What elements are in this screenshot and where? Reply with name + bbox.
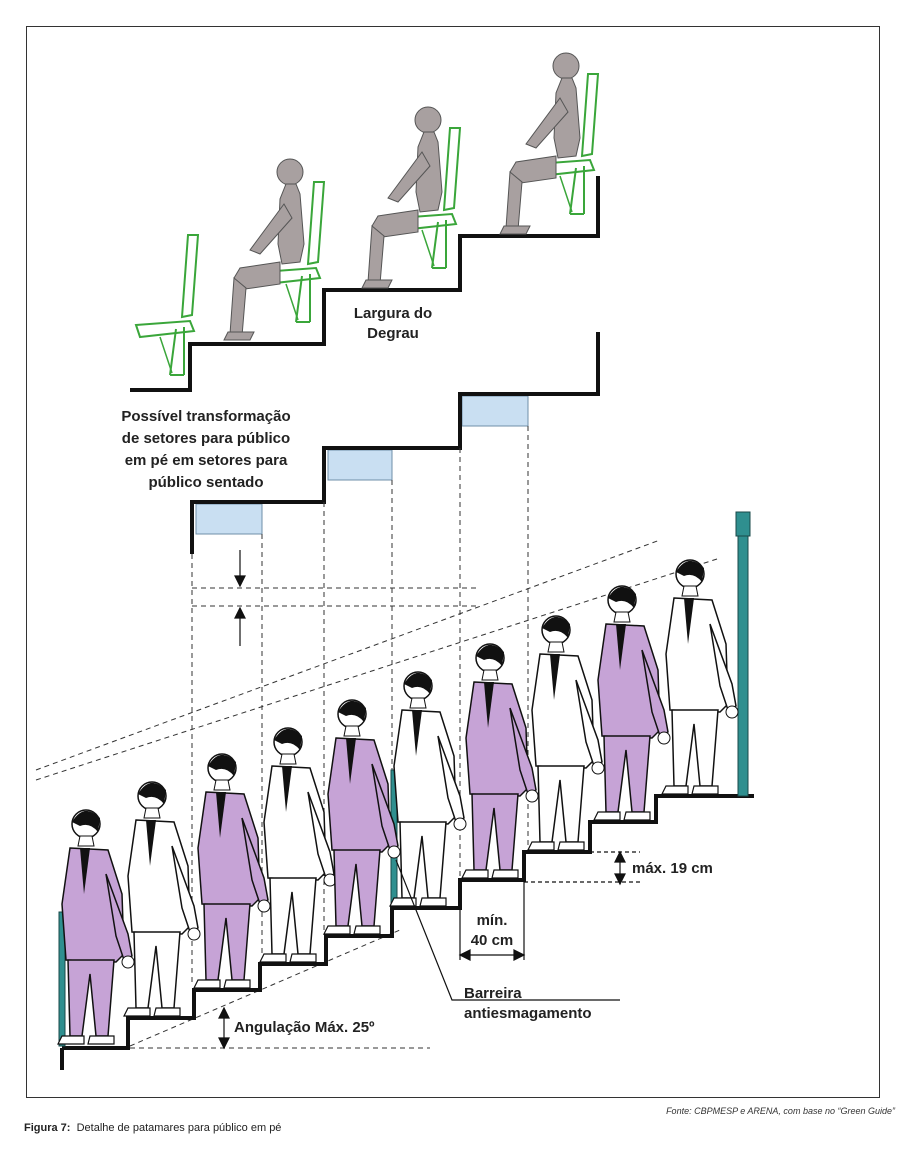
min-width-label-line2: 40 cm: [471, 932, 514, 949]
source-note: Fonte: CBPMESP e ARENA, com base no “Gre…: [666, 1106, 895, 1116]
transform-label-line1: Possível transformação: [121, 408, 290, 425]
step-profile: [190, 332, 600, 554]
seating-terrace: [130, 52, 600, 392]
figure-caption: Figura 7: Detalhe de patamares para públ…: [24, 1122, 281, 1134]
barrier-label-line1: Barreira: [464, 985, 522, 1002]
max-height-dimension: [524, 850, 640, 886]
standing-people: [57, 559, 739, 1045]
min-width-dimension: [458, 852, 526, 961]
barrier-label-line2: antiesmagamento: [464, 1005, 592, 1022]
max-height-label: máx. 19 cm: [632, 860, 713, 877]
transform-label-line4: público sentado: [148, 474, 263, 491]
min-width-label-line1: mín.: [477, 912, 508, 929]
angle-arrows: [218, 1006, 230, 1050]
width-label-line2: Degrau: [367, 325, 419, 342]
barrier-leader: [395, 859, 620, 1001]
transform-label-line2: de setores para público: [122, 430, 290, 447]
figure-text: Detalhe de patamares para público em pé: [76, 1122, 282, 1134]
gap-arrows: [234, 550, 246, 646]
transform-label-line3: em pé em setores para: [125, 452, 288, 469]
figure-number: Figura 7:: [24, 1122, 71, 1134]
width-label-line1: Largura do: [354, 305, 432, 322]
angle-label: Angulação Máx. 25º: [234, 1019, 375, 1036]
standing-terrace: [60, 794, 754, 1070]
